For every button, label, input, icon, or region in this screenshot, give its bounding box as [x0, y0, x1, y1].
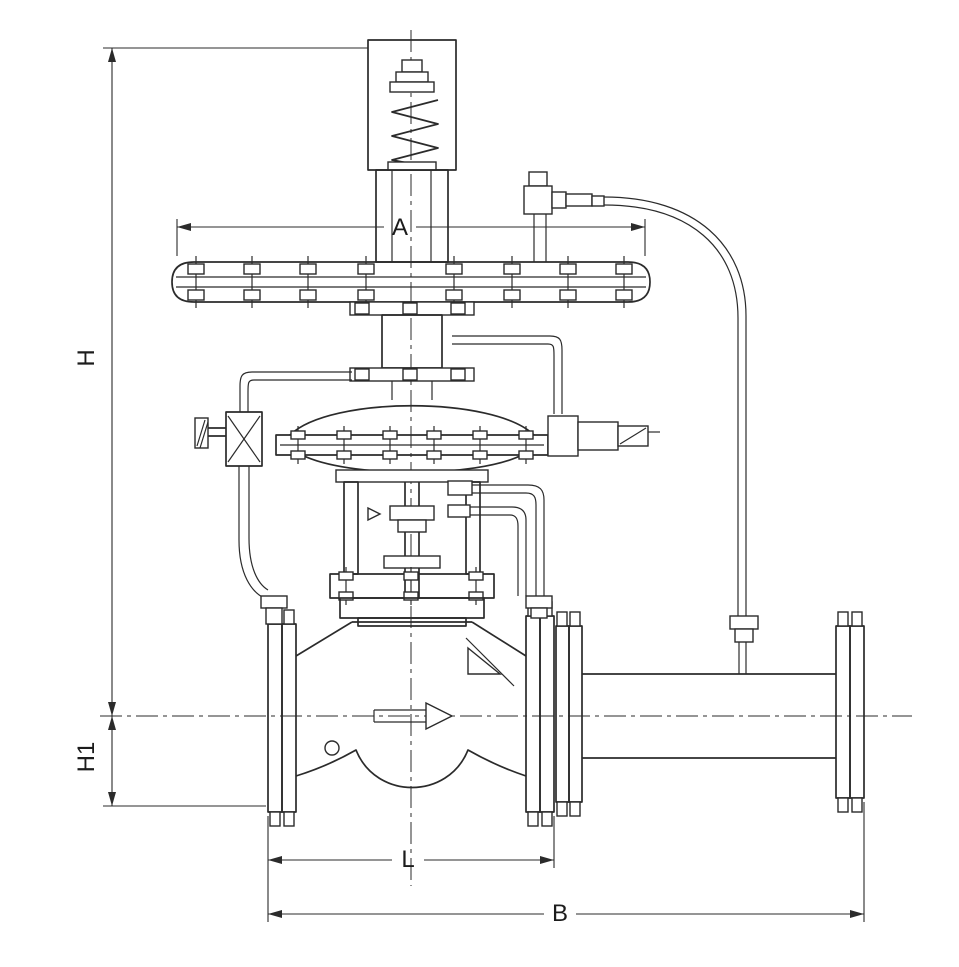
bonnet-bolt — [338, 566, 354, 606]
dim-label-l: L — [401, 846, 414, 873]
pilot-setting-valve — [194, 411, 263, 467]
main-diaphragm-actuator — [171, 255, 651, 309]
inlet-flange — [267, 623, 283, 813]
flow-direction-arrow-icon — [373, 701, 454, 731]
downstream-pipe — [555, 611, 865, 817]
dimension-h1: H1 — [73, 716, 266, 807]
pipe-end-flange — [835, 625, 851, 799]
yoke-column-left — [343, 481, 359, 575]
diaphragm-bolt — [503, 255, 521, 309]
bonnet-bolt — [403, 566, 419, 606]
dimension-h: H — [73, 47, 368, 716]
impulse-tubing — [238, 171, 759, 674]
pilot-dome — [289, 405, 535, 436]
pilot-bracket — [547, 415, 660, 457]
dim-label-h1: H1 — [73, 742, 100, 773]
dim-label-h: H — [73, 349, 100, 366]
outlet-flange — [525, 615, 541, 813]
stem-coupling — [389, 505, 435, 521]
drain-boss — [324, 740, 340, 756]
pipe-tap-fitting — [729, 615, 759, 630]
dim-label-a: A — [392, 214, 408, 241]
travel-indicator — [367, 506, 382, 522]
sensing-tube — [603, 196, 747, 616]
diaphragm-bolt — [357, 255, 375, 309]
diaphragm-bolt — [299, 255, 317, 309]
centerlines — [100, 30, 912, 886]
actuator-neck — [375, 169, 449, 263]
diaphragm-bolt — [243, 255, 261, 309]
dimension-b: B — [268, 802, 865, 927]
dimension-a: A — [176, 214, 646, 256]
spring-housing — [367, 39, 457, 263]
tube-elbow-fitting — [523, 185, 553, 215]
adjusting-screw — [401, 59, 423, 73]
spring-coil — [391, 99, 439, 169]
bonnet-bolt — [468, 566, 484, 606]
diaphragm-bolt — [187, 255, 205, 309]
dim-label-b: B — [552, 900, 568, 927]
dimension-l: L — [267, 816, 555, 922]
diaphragm-bolt — [445, 255, 463, 309]
diaphragm-bolt — [559, 255, 577, 309]
pilot-assembly — [275, 301, 549, 474]
setting-valve-body — [225, 411, 263, 467]
diaphragm-bolt — [615, 255, 633, 309]
yoke-column-right — [465, 481, 481, 575]
bonnet — [329, 566, 495, 627]
pipe-flange — [555, 625, 570, 803]
seat-gusset — [467, 646, 502, 675]
pilot-neck — [381, 314, 443, 369]
